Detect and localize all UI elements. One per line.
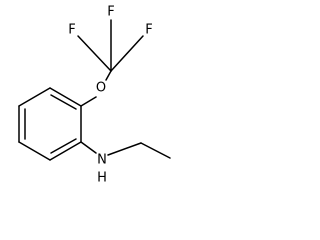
benzene-ring [18,87,82,161]
ring-bond-3-inner [50,138,77,154]
fluorine-left-label: F [68,23,75,38]
trifluoromethoxy-group: F F F O [68,5,153,107]
nitrogen-to-ch2-bond [107,142,142,156]
ring-bond-5-inner [50,94,77,110]
oxygen-label: O [96,81,106,96]
chemical-structure-diagram: F F F O N H [18,5,171,186]
hydrogen-label: H [97,171,107,186]
oxygen-to-carbon-bond [105,70,112,81]
ring-bond-5 [49,87,82,107]
ch2-to-ch3-bond [140,142,171,159]
carbon-to-left-fluorine-bond [77,35,112,72]
fluorine-right-label: F [145,23,152,38]
carbon-to-right-fluorine-bond [110,35,144,72]
ring-to-oxygen-bond [80,96,97,107]
ethylamino-group: N H [80,141,171,186]
fluorine-top-label: F [107,5,114,20]
ring-bond-3 [49,141,82,161]
ring-bond-2 [18,141,51,161]
ring-to-nitrogen-bond [80,141,97,154]
nitrogen-label: N [97,153,107,168]
ring-bond-6 [18,87,51,107]
